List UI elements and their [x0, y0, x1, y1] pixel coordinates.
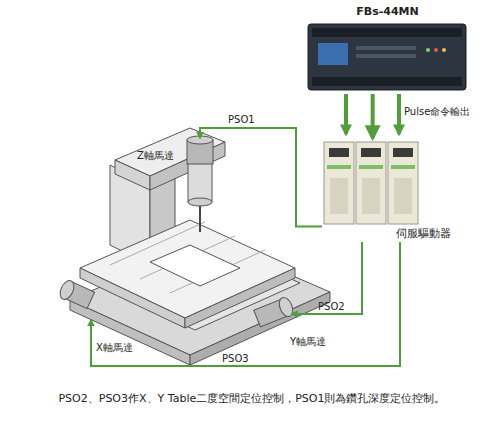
node-label: Z軸馬達: [137, 150, 174, 162]
x-motor: X軸馬達: [58, 280, 124, 320]
y-motor: Y軸馬達: [250, 300, 292, 328]
signal-label: Pulse命令輸出: [404, 106, 470, 118]
milling-machine: [57, 128, 330, 365]
signal-connector: [200, 128, 322, 226]
signal-label: PSO1: [228, 114, 255, 126]
figure-caption: PSO2、PSO3作X、Y Table二度空間定位控制，PSO1則為鑽孔深度定位…: [7, 392, 497, 406]
plc-box: FBs-44MN: [305, 4, 470, 94]
signal-label: PSO3: [222, 353, 249, 365]
signal-connector: [91, 242, 400, 366]
node-label: X軸馬達: [96, 342, 133, 354]
pulse-arrow: [397, 94, 401, 134]
z-motor: Z軸馬達: [182, 138, 218, 200]
node-label: 伺服驅動器: [396, 228, 451, 240]
signal-connector: [371, 94, 375, 138]
servo-driver-box: 伺服驅動器: [322, 138, 422, 242]
node-label: Y軸馬達: [290, 336, 326, 348]
signal-label: PSO2: [318, 301, 345, 313]
pulse-arrow: [344, 94, 348, 134]
node-label: FBs-44MN: [305, 6, 470, 18]
plc-unit: [308, 24, 466, 90]
servo-drives: [324, 142, 418, 224]
signal-connector: [292, 242, 362, 314]
